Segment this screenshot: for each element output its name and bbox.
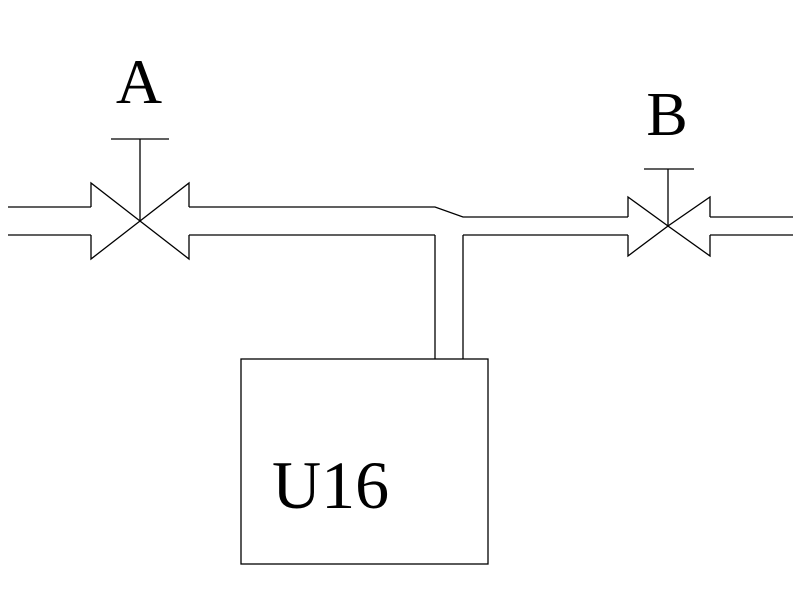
valve-a-left-body	[90, 181, 142, 261]
valve-a-right-body	[138, 181, 190, 261]
outlet-pipe-right	[710, 216, 793, 236]
unit-u16[interactable]: U16	[240, 358, 489, 565]
valve-b-right-body	[666, 195, 711, 258]
branch-pipe-to-unit	[434, 235, 464, 359]
valve-b[interactable]: B	[627, 81, 711, 258]
main-pipe	[189, 206, 628, 236]
unit-u16-label: U16	[272, 447, 389, 523]
valve-b-label: B	[646, 81, 687, 149]
unit-u16-box	[240, 358, 489, 565]
inlet-pipe-left	[8, 206, 91, 236]
valve-b-left-body	[627, 195, 670, 258]
valve-a[interactable]: A	[90, 46, 190, 261]
valve-a-label: A	[116, 46, 162, 117]
